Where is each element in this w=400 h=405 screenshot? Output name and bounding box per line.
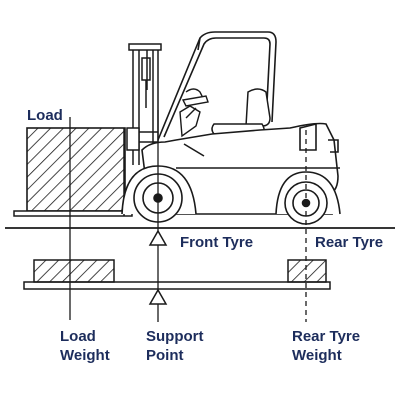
front-tyre-label: Front Tyre — [180, 234, 254, 251]
support-point-label: Support Point — [146, 327, 226, 365]
support-point-line-2: Point — [146, 347, 184, 364]
rear-tyre-weight-line-2: Weight — [292, 347, 342, 364]
front-tyre-triangle — [148, 229, 168, 246]
rear-tyre-weight-block — [287, 259, 327, 283]
seat — [211, 88, 271, 135]
driver — [179, 88, 209, 138]
rear-tyre-label: Rear Tyre — [315, 234, 384, 251]
rear-tyre-weight-line-1: Rear Tyre — [292, 328, 361, 345]
support-point-line-1: Support — [146, 328, 204, 345]
load-label: Load — [27, 107, 63, 124]
rear-tyre-weight-label: Rear Tyre Weight — [292, 327, 392, 365]
overhead-guard — [157, 31, 277, 141]
support-point-triangle — [148, 288, 168, 305]
load-weight-block — [33, 259, 115, 283]
load-weight-label: Load Weight — [60, 327, 130, 365]
load-weight-line-2: Weight — [60, 347, 110, 364]
load-weight-line-1: Load — [60, 328, 96, 345]
balance-beam — [23, 281, 331, 290]
load-crate — [26, 127, 126, 212]
